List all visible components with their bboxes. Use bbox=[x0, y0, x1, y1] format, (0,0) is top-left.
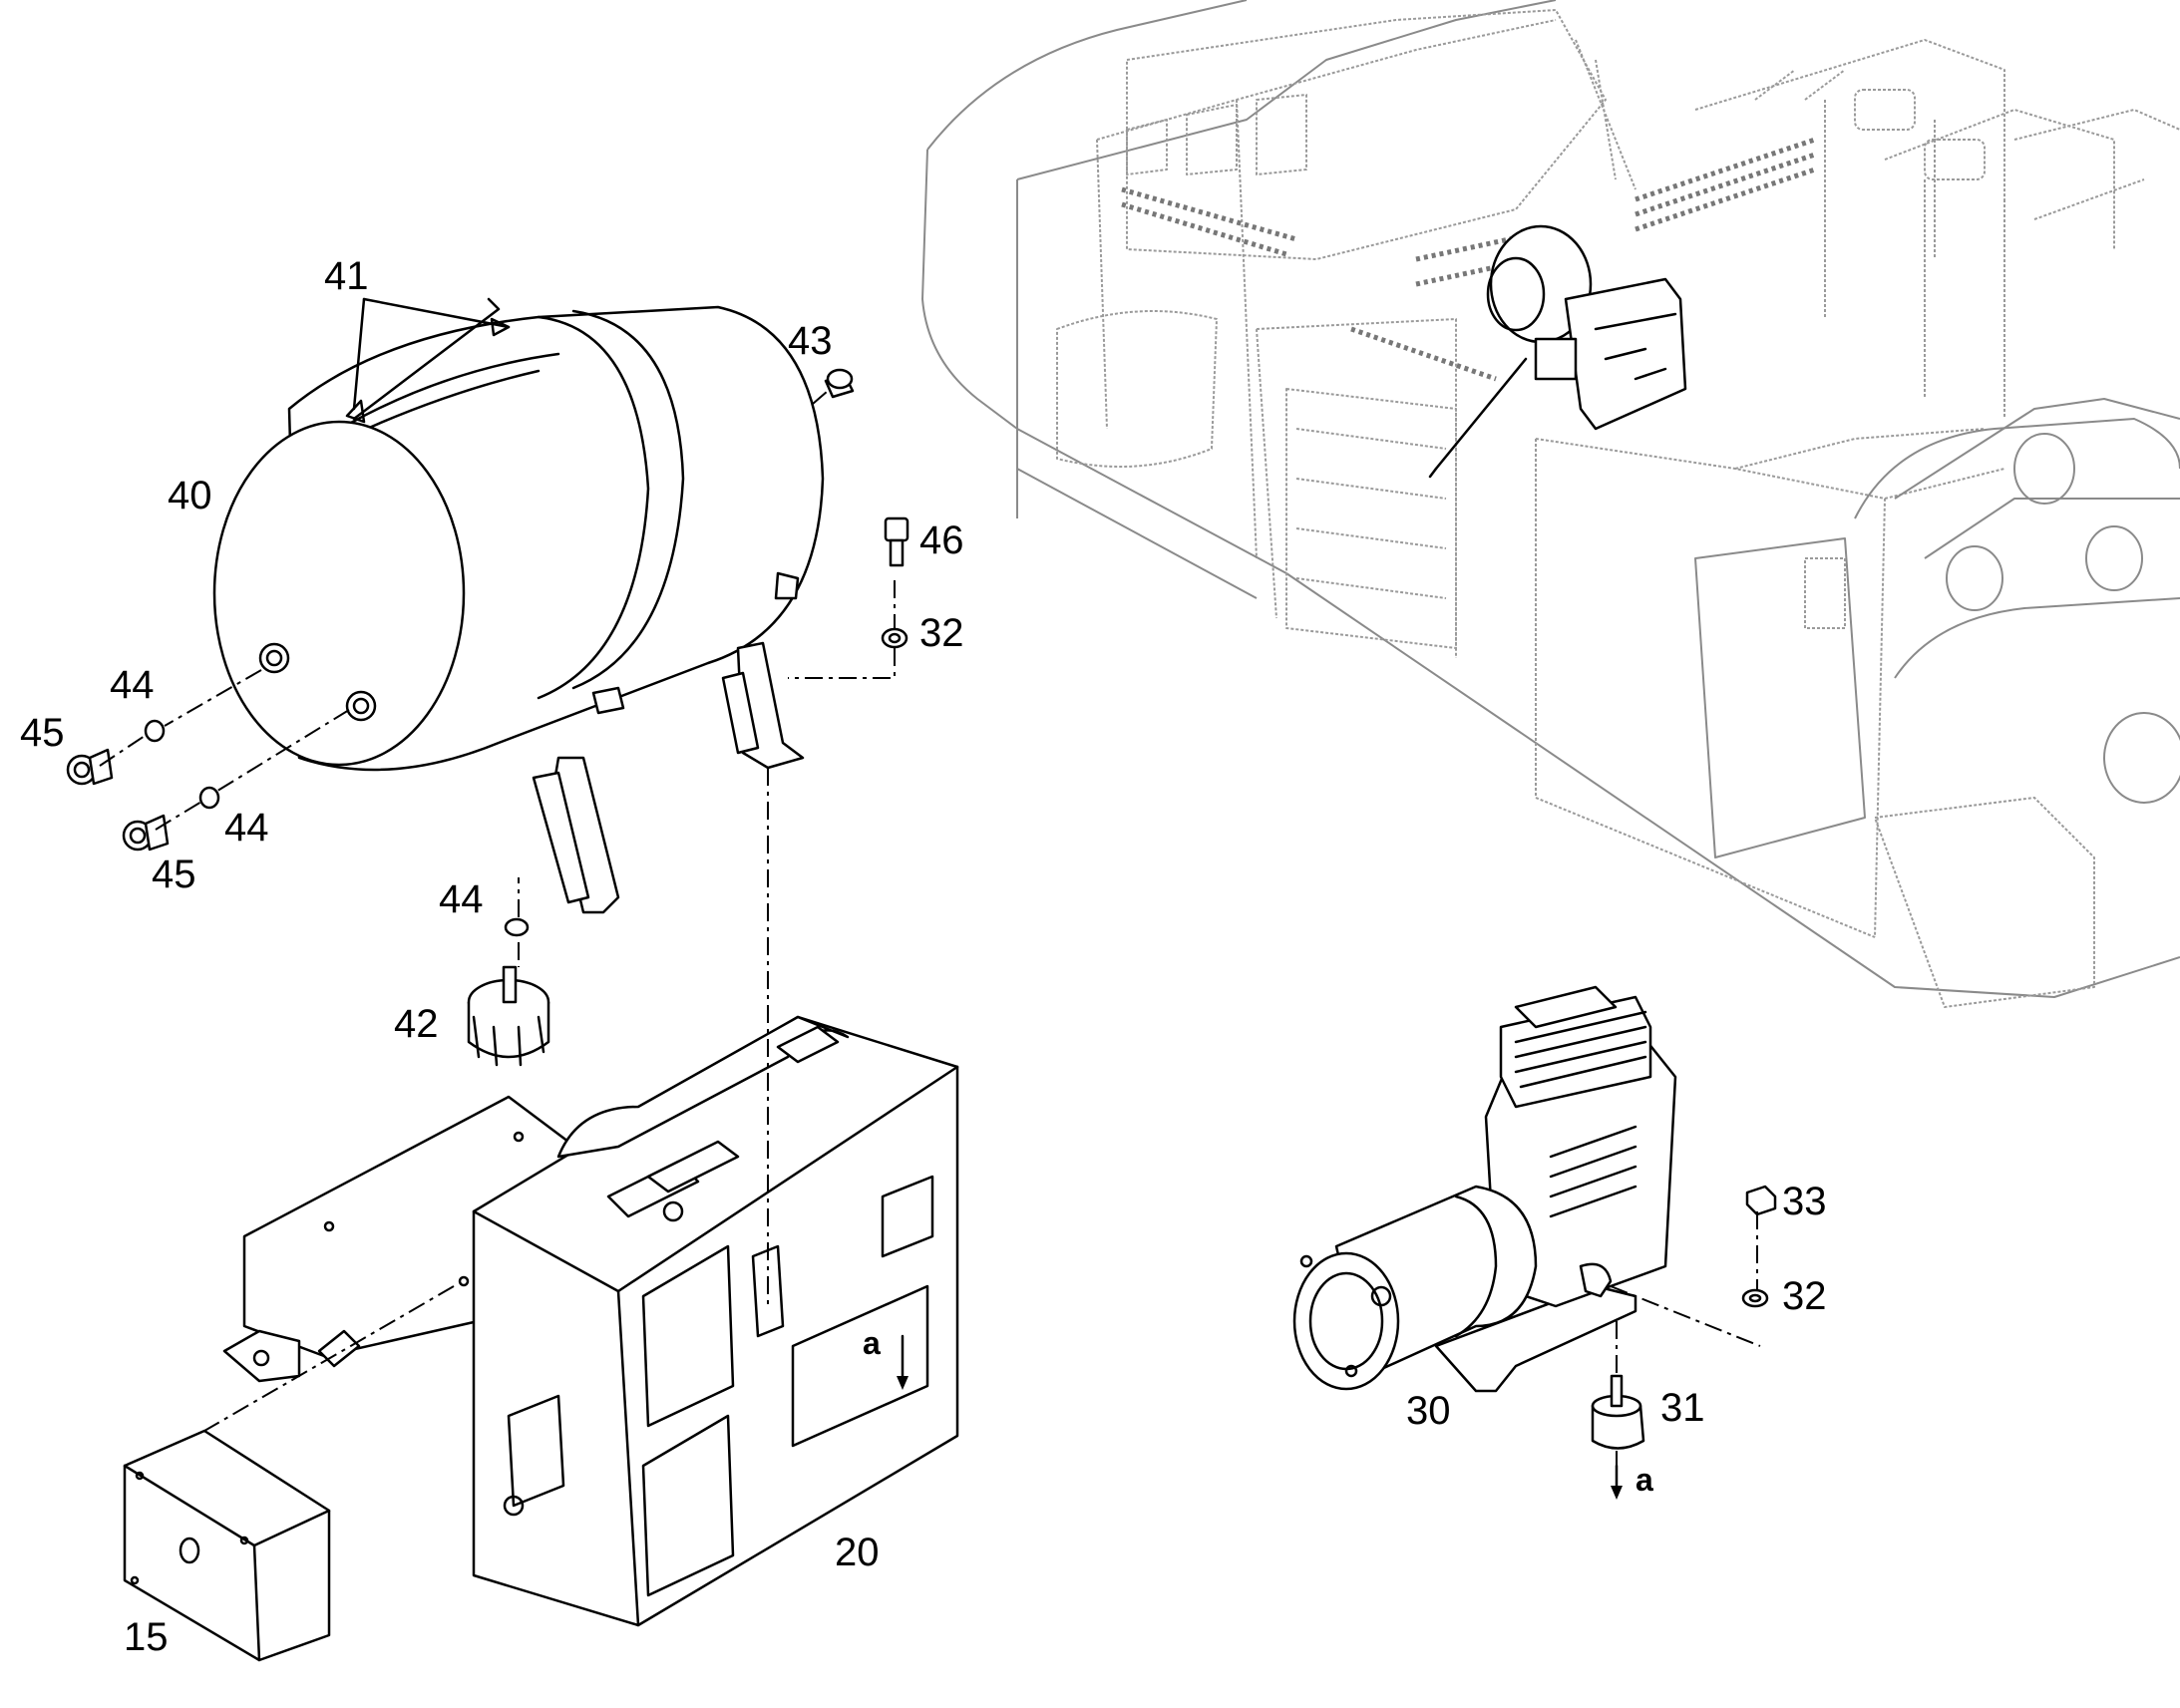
arrow-label-a-compressor: a bbox=[1635, 1462, 1653, 1498]
arrow-label-a-frame: a bbox=[863, 1325, 881, 1361]
callout-32-upper: 32 bbox=[919, 611, 964, 655]
callout-44-bottom: 44 bbox=[439, 877, 484, 921]
callout-labels: 15 20 30 31 32 32 33 40 41 42 43 44 44 4… bbox=[20, 254, 1827, 1659]
callout-32-lower: 32 bbox=[1782, 1274, 1827, 1318]
callout-33: 33 bbox=[1782, 1180, 1827, 1223]
callout-44-right: 44 bbox=[224, 806, 269, 850]
callout-44-left: 44 bbox=[110, 663, 155, 707]
callout-42: 42 bbox=[394, 1002, 439, 1046]
callout-15: 15 bbox=[124, 1615, 169, 1659]
compressor bbox=[1292, 985, 1677, 1393]
callout-40: 40 bbox=[168, 474, 212, 517]
drain-valve bbox=[467, 965, 550, 1067]
callout-45-bottom: 45 bbox=[152, 853, 196, 896]
small-parts bbox=[66, 368, 1777, 1450]
callout-31: 31 bbox=[1660, 1386, 1705, 1430]
compressor-location-highlight bbox=[1428, 224, 1687, 479]
mounting-frame bbox=[222, 1015, 959, 1627]
leader-lines bbox=[99, 297, 1761, 1500]
callout-46: 46 bbox=[919, 518, 964, 562]
callout-20: 20 bbox=[835, 1531, 880, 1574]
machine-overview bbox=[921, 0, 2180, 1008]
callout-30: 30 bbox=[1406, 1389, 1451, 1433]
callout-41: 41 bbox=[324, 254, 369, 298]
callout-45-left: 45 bbox=[20, 711, 65, 755]
control-box bbox=[123, 1429, 331, 1662]
air-tank bbox=[212, 305, 825, 914]
callout-43: 43 bbox=[788, 319, 833, 363]
